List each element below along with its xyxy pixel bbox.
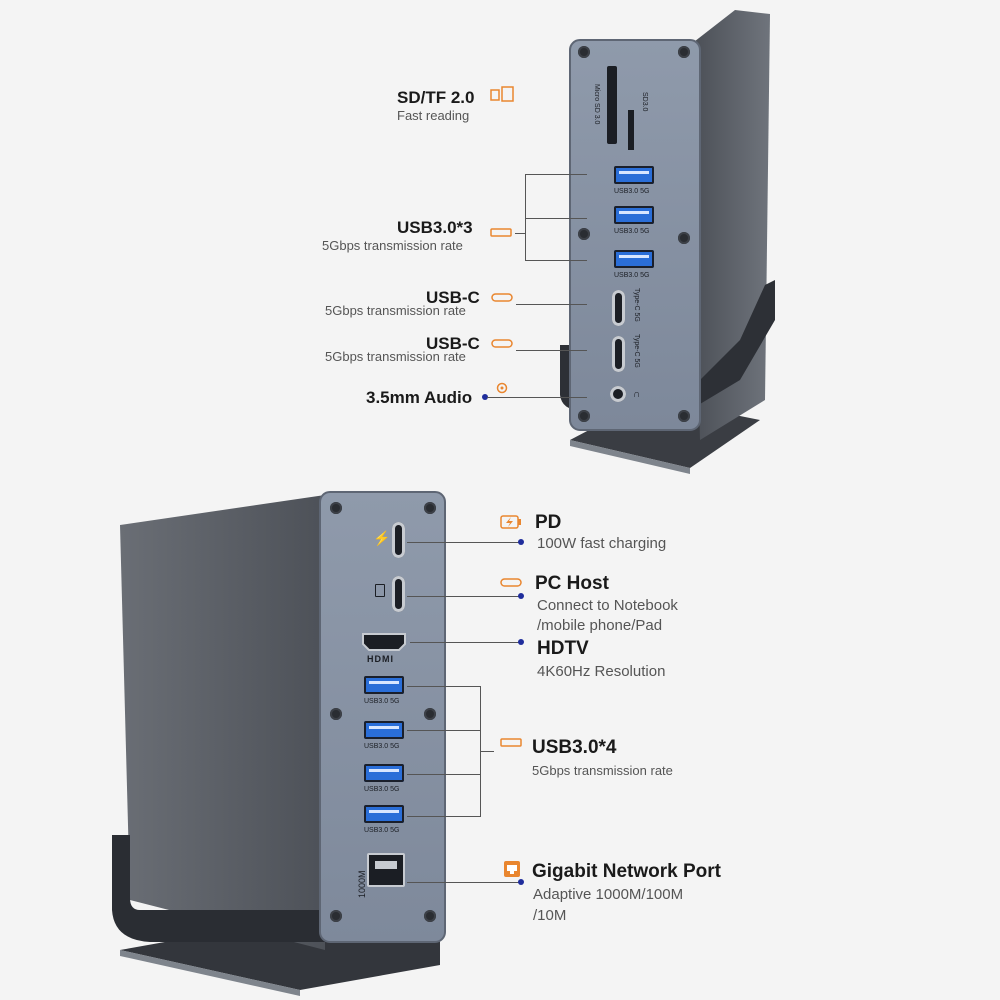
callout-subtitle-usb3-4: 5Gbps transmission rate <box>532 763 673 778</box>
usb-a-port-label: USB3.0 5G <box>364 743 400 750</box>
callout-title-usbc-1: USB-C <box>426 288 480 307</box>
audio-jack <box>610 386 626 402</box>
usb-a-port <box>364 721 404 739</box>
screw-icon <box>424 502 436 514</box>
screw-icon <box>330 502 342 514</box>
usb-c-icon <box>500 578 522 587</box>
lightning-icon: ⚡ <box>373 530 391 546</box>
callout-subtitle-usbc-2: 5Gbps transmission rate <box>325 349 466 364</box>
usb-a-port-label: USB3.0 5G <box>614 272 650 279</box>
screw-icon <box>678 46 690 58</box>
screw-icon <box>578 46 590 58</box>
callout-title-gigabit: Gigabit Network Port <box>532 861 721 882</box>
usb-a-port-label: USB3.0 5G <box>364 786 400 793</box>
usb-icon <box>490 228 512 237</box>
usb-c-port <box>392 522 405 558</box>
sd-card-icon <box>490 86 514 102</box>
bottom-device-body <box>112 491 446 996</box>
screw-icon <box>424 910 436 922</box>
callout-subtitle-sd: Fast reading <box>397 108 470 123</box>
usb-a-port <box>614 250 654 268</box>
usb-c-port <box>612 336 625 372</box>
screw-icon <box>578 228 590 240</box>
usb-icon <box>500 738 522 747</box>
callout-title-hdtv: HDTV <box>537 638 589 659</box>
lan-port-label: 1000M <box>357 870 367 898</box>
usb-c-port <box>612 290 625 326</box>
usb-a-port <box>364 805 404 823</box>
usb-c-icon <box>491 339 513 348</box>
usb-a-port-label: USB3.0 5G <box>364 827 400 834</box>
usb-a-port <box>364 676 404 694</box>
usb-c-port-label: Type-C 5G <box>633 334 640 368</box>
usb-a-port <box>364 764 404 782</box>
usb-a-port <box>614 166 654 184</box>
callout-title-sd: SD/TF 2.0 <box>397 88 475 107</box>
usb-c-icon <box>491 293 513 302</box>
screw-icon <box>678 232 690 244</box>
usb-c-port <box>392 576 405 612</box>
sd-slot <box>628 110 634 150</box>
top-device-body <box>560 10 775 474</box>
usb-a-port-label: USB3.0 5G <box>364 698 400 705</box>
callout-title-usb3: USB3.0*3 <box>397 218 473 237</box>
usb-a-port <box>614 206 654 224</box>
audio-icon <box>496 382 508 394</box>
callout-title-audio: 3.5mm Audio <box>366 388 473 407</box>
screw-icon <box>424 708 436 720</box>
callout-title-pd: PD <box>535 512 562 533</box>
usb-a-port-label: USB3.0 5G <box>614 188 650 195</box>
callout-subtitle-pc-host-2: /mobile phone/Pad <box>537 617 663 634</box>
callout-subtitle-gigabit-2: /10M <box>533 907 567 924</box>
hdmi-port-label: HDMI <box>367 654 394 664</box>
callout-subtitle-pd: 100W fast charging <box>537 535 667 552</box>
phone-icon <box>375 584 385 597</box>
usb-a-port-label: USB3.0 5G <box>614 228 650 235</box>
screw-icon <box>330 910 342 922</box>
ethernet-port <box>367 853 405 887</box>
headphone-icon: ∩ <box>633 389 641 400</box>
screw-icon <box>578 410 590 422</box>
callout-subtitle-gigabit-1: Adaptive 1000M/100M <box>533 886 684 903</box>
callout-subtitle-usb3: 5Gbps transmission rate <box>322 238 463 253</box>
callout-title-usbc-2: USB-C <box>426 334 480 353</box>
callout-subtitle-usbc-1: 5Gbps transmission rate <box>325 303 466 318</box>
usb-c-port-label: Type-C 5G <box>633 288 640 322</box>
callout-subtitle-pc-host-1: Connect to Notebook <box>537 597 678 614</box>
callout-subtitle-hdtv: 4K60Hz Resolution <box>537 663 666 680</box>
callout-title-usb3-4: USB3.0*4 <box>532 737 617 758</box>
callout-title-pc-host: PC Host <box>535 573 609 594</box>
screw-icon <box>678 410 690 422</box>
ethernet-icon <box>504 861 520 877</box>
screw-icon <box>330 708 342 720</box>
micro-sd-port-label: Micro SD 3.0 <box>593 84 600 125</box>
lightning-icon <box>500 515 521 529</box>
micro-sd-slot <box>607 66 617 144</box>
sd-port-label: SD3.0 <box>641 92 648 112</box>
hdmi-port <box>362 633 406 651</box>
